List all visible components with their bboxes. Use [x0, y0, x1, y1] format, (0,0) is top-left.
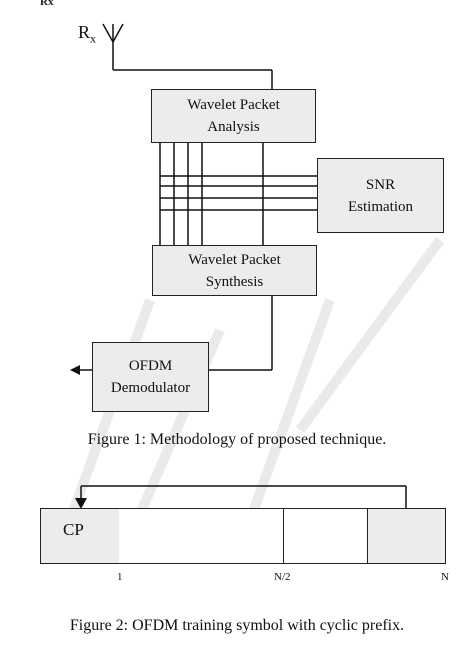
- output-arrowhead: [70, 365, 80, 375]
- cp-loop-arrowhead: [75, 498, 87, 509]
- wavelet-packet-analysis-box: Wavelet Packet Analysis: [151, 89, 316, 143]
- antenna-right-arm: [112, 23, 124, 43]
- snr-estimation-box: SNR Estimation: [317, 158, 444, 233]
- ofdm-line-2: Demodulator: [110, 380, 191, 396]
- cp-segment: CP: [40, 508, 120, 564]
- receiver-label: Rx: [78, 22, 96, 47]
- snr-line-1: SNR: [365, 176, 396, 193]
- figure-1-caption: Figure 1: Methodology of proposed techni…: [87, 431, 387, 448]
- tick-n: N: [441, 571, 449, 583]
- tick-1: 1: [117, 571, 123, 583]
- symbol-tail-segment: [367, 508, 446, 564]
- ofdm-line-1: OFDM: [128, 358, 173, 374]
- wavelet-packet-synthesis-box: Wavelet Packet Synthesis: [152, 245, 317, 296]
- tick-n-half: N/2: [274, 571, 291, 583]
- header-fragment: Rx: [40, 0, 54, 8]
- wpa-line-2: Analysis: [207, 119, 260, 135]
- snr-line-2: Estimation: [348, 198, 413, 215]
- wpa-line-1: Wavelet Packet: [187, 97, 280, 113]
- wps-line-2: Synthesis: [205, 273, 264, 290]
- symbol-first-half: [119, 508, 284, 564]
- symbol-second-half: [283, 508, 368, 564]
- receiver-sub: x: [90, 31, 97, 46]
- cp-label: CP: [63, 520, 84, 539]
- ofdm-demodulator-box: OFDM Demodulator: [92, 342, 209, 412]
- antenna-left-arm: [102, 23, 114, 43]
- receiver-main: R: [78, 22, 91, 42]
- wps-line-1: Wavelet Packet: [188, 251, 281, 268]
- figure-2-caption: Figure 2: OFDM training symbol with cycl…: [69, 617, 405, 634]
